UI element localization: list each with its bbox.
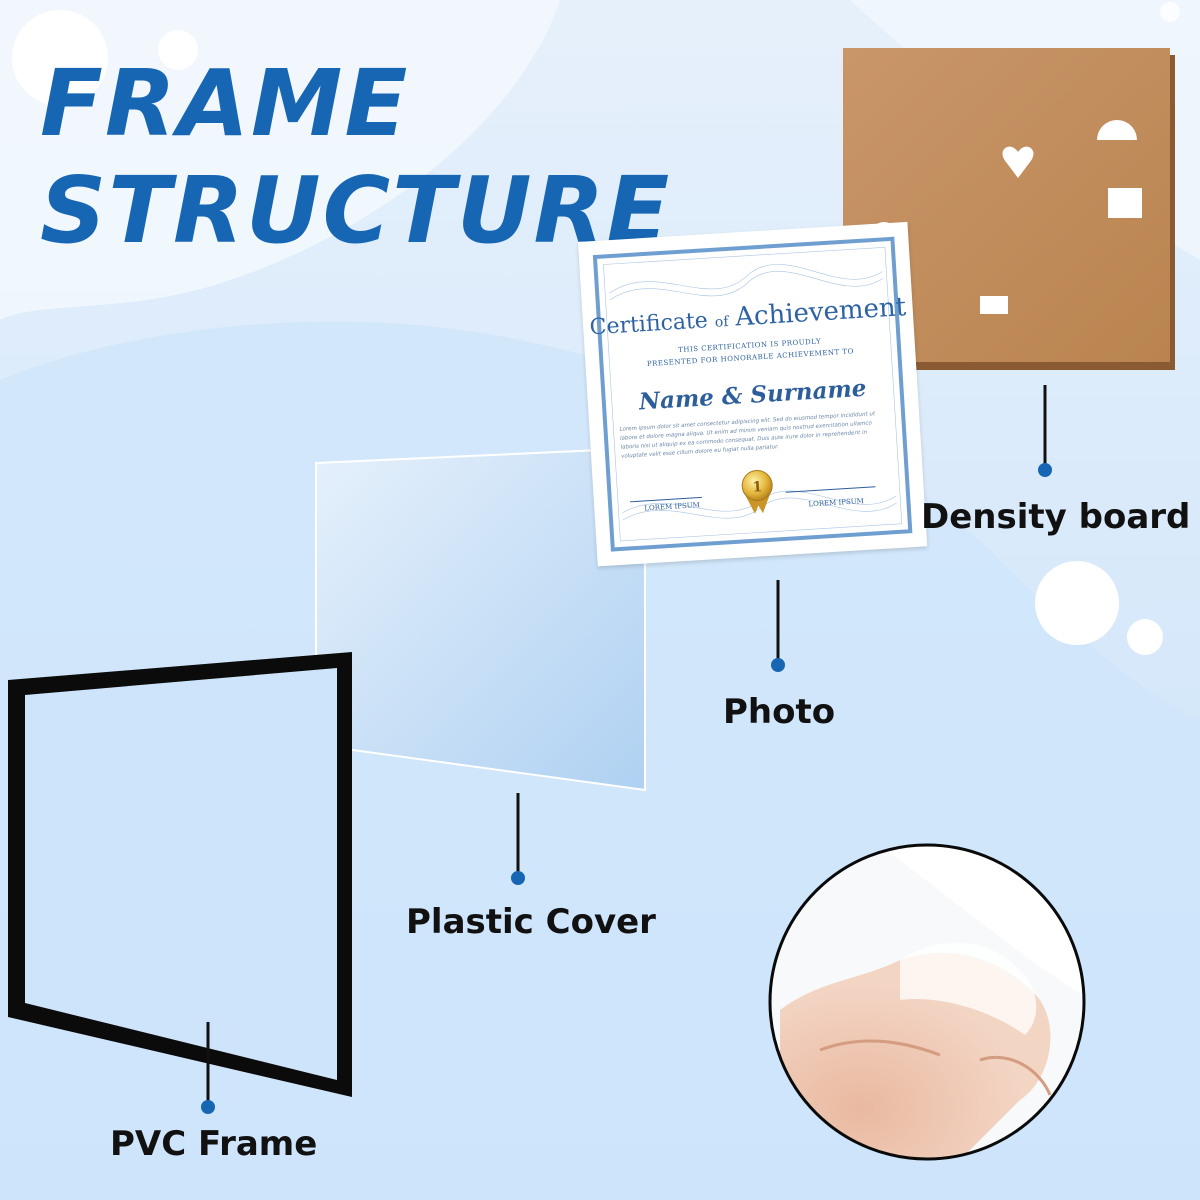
gold-medal-icon: 1 bbox=[741, 470, 773, 514]
certificate-border bbox=[592, 236, 913, 552]
label-photo: Photo bbox=[723, 692, 836, 732]
title-line-2: STRUCTURE bbox=[40, 157, 672, 264]
label-pvc-frame: PVC Frame bbox=[110, 1124, 318, 1164]
certificate-photo: Certificate of Achievement THIS CERTIFIC… bbox=[578, 221, 928, 567]
label-plastic-cover: Plastic Cover bbox=[406, 902, 656, 942]
label-density-board: Density board bbox=[921, 497, 1191, 537]
bubble-decoration bbox=[158, 30, 198, 70]
callout-photo bbox=[771, 580, 785, 672]
svg-text:1: 1 bbox=[752, 479, 763, 496]
bubble-decoration bbox=[1160, 2, 1180, 22]
bubble-decoration bbox=[12, 10, 108, 106]
title-line-1: FRAME bbox=[40, 50, 410, 157]
guilloche-pattern bbox=[603, 246, 903, 542]
density-board bbox=[843, 48, 1175, 370]
peel-film-detail-border bbox=[768, 843, 1086, 1161]
bubble-decoration bbox=[1035, 561, 1119, 645]
callout-plastic-cover bbox=[511, 793, 525, 885]
peel-film-detail bbox=[770, 845, 1084, 1159]
plastic-cover bbox=[315, 446, 646, 792]
bubble-decoration bbox=[1127, 619, 1163, 655]
pvc-frame bbox=[8, 652, 352, 1097]
background-swoosh bbox=[0, 0, 560, 320]
callout-pvc-frame bbox=[201, 1022, 215, 1114]
callout-density-board bbox=[1038, 385, 1052, 477]
